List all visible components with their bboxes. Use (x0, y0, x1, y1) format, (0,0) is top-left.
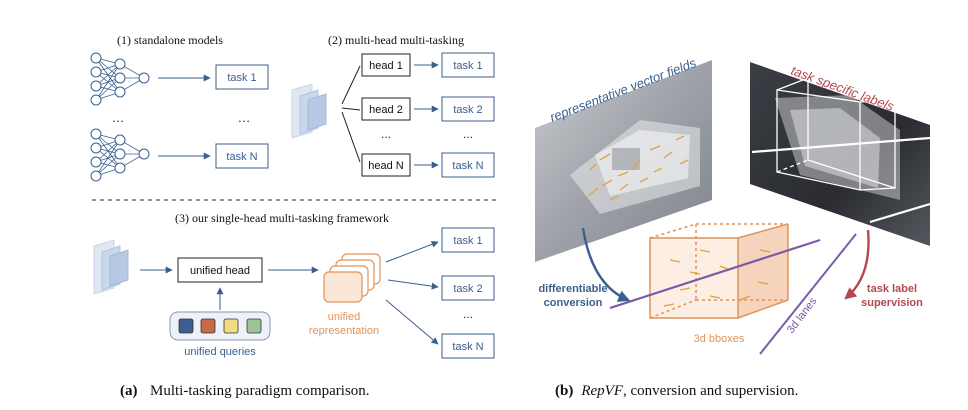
section3-title: (3) our single-head multi-tasking framew… (175, 211, 389, 225)
query-token (246, 318, 262, 334)
query-token (223, 318, 239, 334)
conversion-arrow (581, 227, 631, 302)
task-label: task 2 (453, 283, 482, 295)
bboxes-label: 3d bboxes (694, 333, 745, 345)
ellipsis: … (238, 110, 251, 125)
caption-b: (b) RepVF, conversion and supervision. (555, 383, 798, 399)
task-label: task N (226, 151, 257, 163)
task-labels-image (750, 62, 931, 246)
query-token (178, 318, 194, 334)
task-label-supervision-label: task label (867, 283, 917, 295)
ellipsis: ... (463, 127, 473, 141)
caption-b-text: , conversion and supervision. (623, 383, 798, 399)
task-box (441, 152, 495, 178)
backbone-feature-stack (93, 239, 129, 295)
task-label: task N (452, 341, 483, 353)
head-label: head N (368, 160, 404, 172)
lane-label (751, 136, 931, 154)
task-box (441, 275, 495, 301)
caption-b-label: (b) (555, 383, 573, 399)
differentiable-conversion-label: conversion (544, 297, 603, 309)
panel-a: (1) standalone models (2) multi-head mul… (90, 33, 496, 399)
task-label: task N (452, 160, 483, 172)
cube-vectors (663, 249, 771, 307)
neural-network-icon (90, 52, 150, 106)
vector-arrows (587, 135, 689, 201)
ellipsis: ... (381, 127, 391, 141)
caption-b-name: RepVF (580, 383, 623, 399)
3d-bbox-cube (649, 223, 789, 319)
task-box (441, 227, 495, 253)
section2-title: (2) multi-head multi-tasking (328, 33, 464, 47)
task-box (441, 333, 495, 359)
task-box (215, 143, 269, 169)
head-box (361, 153, 411, 177)
head-label: head 2 (369, 104, 403, 116)
section1-title: (1) standalone models (117, 33, 223, 47)
unified-head-box (177, 257, 263, 283)
lane-label (869, 202, 931, 224)
task-box (215, 64, 269, 90)
arrow (385, 299, 439, 345)
task-box (441, 52, 495, 78)
task-label: task 1 (227, 72, 256, 84)
head-label: head 1 (369, 60, 403, 72)
unified-head-label: unified head (190, 265, 250, 277)
ellipsis: … (112, 110, 125, 125)
unified-representation-stack (323, 253, 381, 303)
3d-box-label (776, 77, 896, 191)
3d-lane-line (609, 238, 821, 310)
caption-a-text: Multi-tasking paradigm comparison. (150, 383, 370, 399)
ellipsis: ... (463, 307, 473, 321)
arrow (385, 240, 439, 263)
query-token (200, 318, 216, 334)
supervision-arrow (844, 229, 870, 300)
3d-lane-line (759, 233, 857, 355)
task-label: task 2 (453, 104, 482, 116)
task-label: task 1 (453, 60, 482, 72)
neural-network-icon (90, 128, 150, 182)
unified-queries-label: unified queries (184, 346, 256, 358)
arrow (387, 279, 439, 290)
task-label-supervision-label: supervision (861, 297, 923, 309)
unified-representation-label: representation (309, 325, 379, 337)
head-box (361, 53, 411, 77)
vector-field-image (535, 60, 712, 262)
head-box (361, 97, 411, 121)
backbone-feature-stack (291, 83, 327, 139)
task-box (441, 96, 495, 122)
branch-lines (341, 65, 361, 163)
unified-representation-label: unified (328, 311, 360, 323)
differentiable-conversion-label: differentiable (538, 283, 607, 295)
panel-b: representative vector fields task specif… (535, 55, 931, 399)
unified-queries-box (169, 311, 271, 341)
caption-a-label: (a) (120, 383, 138, 399)
task-label: task 1 (453, 235, 482, 247)
